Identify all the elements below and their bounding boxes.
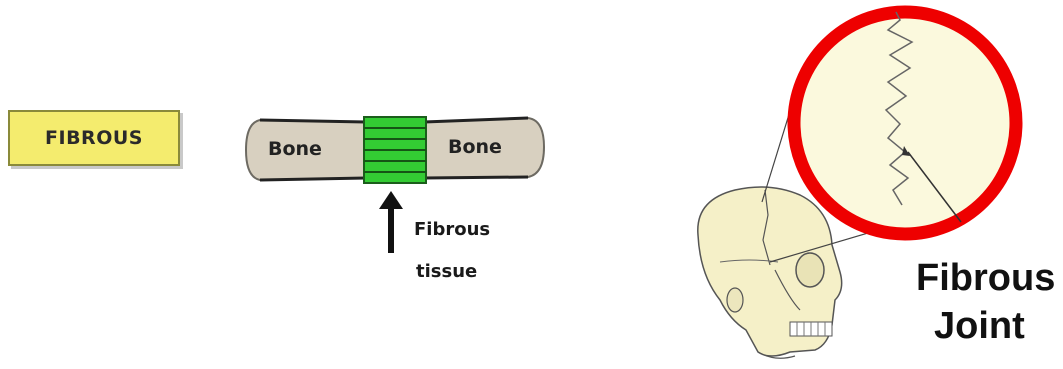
fibrous-tissue bbox=[364, 117, 426, 183]
category-label: FIBROUS bbox=[45, 127, 143, 149]
joint-label-line1: Fibrous bbox=[916, 257, 1055, 299]
arrow-up-icon bbox=[379, 191, 403, 253]
bone-joint-diagram: Bone Bone Fibrous tissue bbox=[238, 95, 548, 295]
tissue-label-line2: tissue bbox=[416, 261, 477, 282]
bone-right-label: Bone bbox=[448, 136, 502, 158]
category-label-box: FIBROUS bbox=[8, 110, 180, 166]
bone-left-label: Bone bbox=[268, 138, 322, 160]
skull-joint-diagram: Fibrous Joint bbox=[650, 0, 1063, 369]
tissue-label-line1: Fibrous bbox=[414, 219, 490, 240]
joint-label-line2: Joint bbox=[934, 305, 1025, 347]
skull-illustration bbox=[698, 187, 842, 358]
